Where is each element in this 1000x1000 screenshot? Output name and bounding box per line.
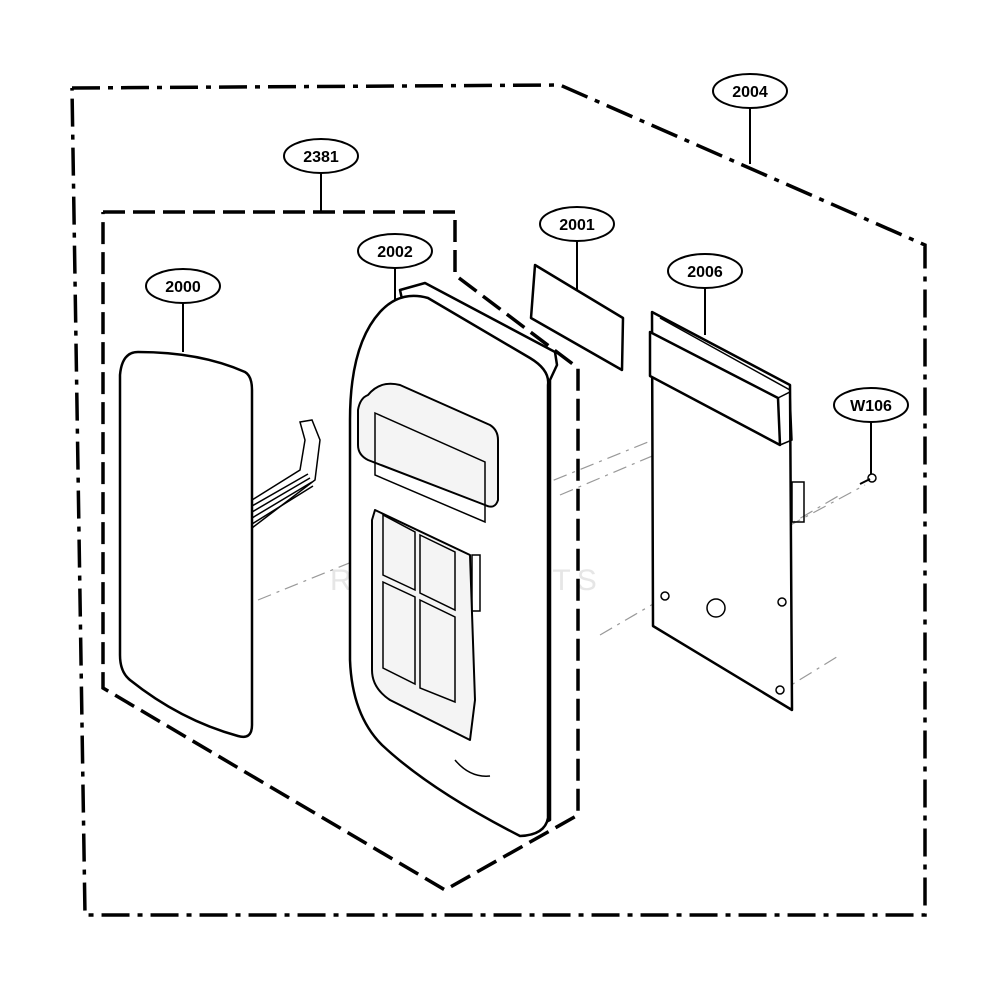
subassembly-boundary-2381 (101, 210, 580, 893)
part-2002-control-panel (348, 281, 559, 838)
assembly-boundary-2004 (70, 83, 927, 917)
callout-label-2381: 2381 (303, 149, 339, 166)
callout-2002: 2002 (357, 233, 433, 269)
callout-w106: W106 (833, 387, 909, 423)
part-w106-screw (859, 473, 877, 485)
part-2006-pcb (648, 310, 805, 712)
leader-lines (182, 108, 872, 474)
callout-label-2000: 2000 (165, 279, 201, 296)
callout-label-2006: 2006 (687, 264, 723, 281)
callout-label-2001: 2001 (559, 217, 595, 234)
callout-label-w106: W106 (850, 398, 892, 415)
callout-2004: 2004 (712, 73, 788, 109)
callout-2001: 2001 (539, 206, 615, 242)
part-2000-membrane (118, 350, 321, 739)
part-2001-window-film (529, 263, 625, 372)
callout-label-2002: 2002 (377, 244, 413, 261)
callout-label-2004: 2004 (732, 84, 768, 101)
callout-2006: 2006 (667, 253, 743, 289)
callout-2381: 2381 (283, 138, 359, 174)
callout-2000: 2000 (145, 268, 221, 304)
